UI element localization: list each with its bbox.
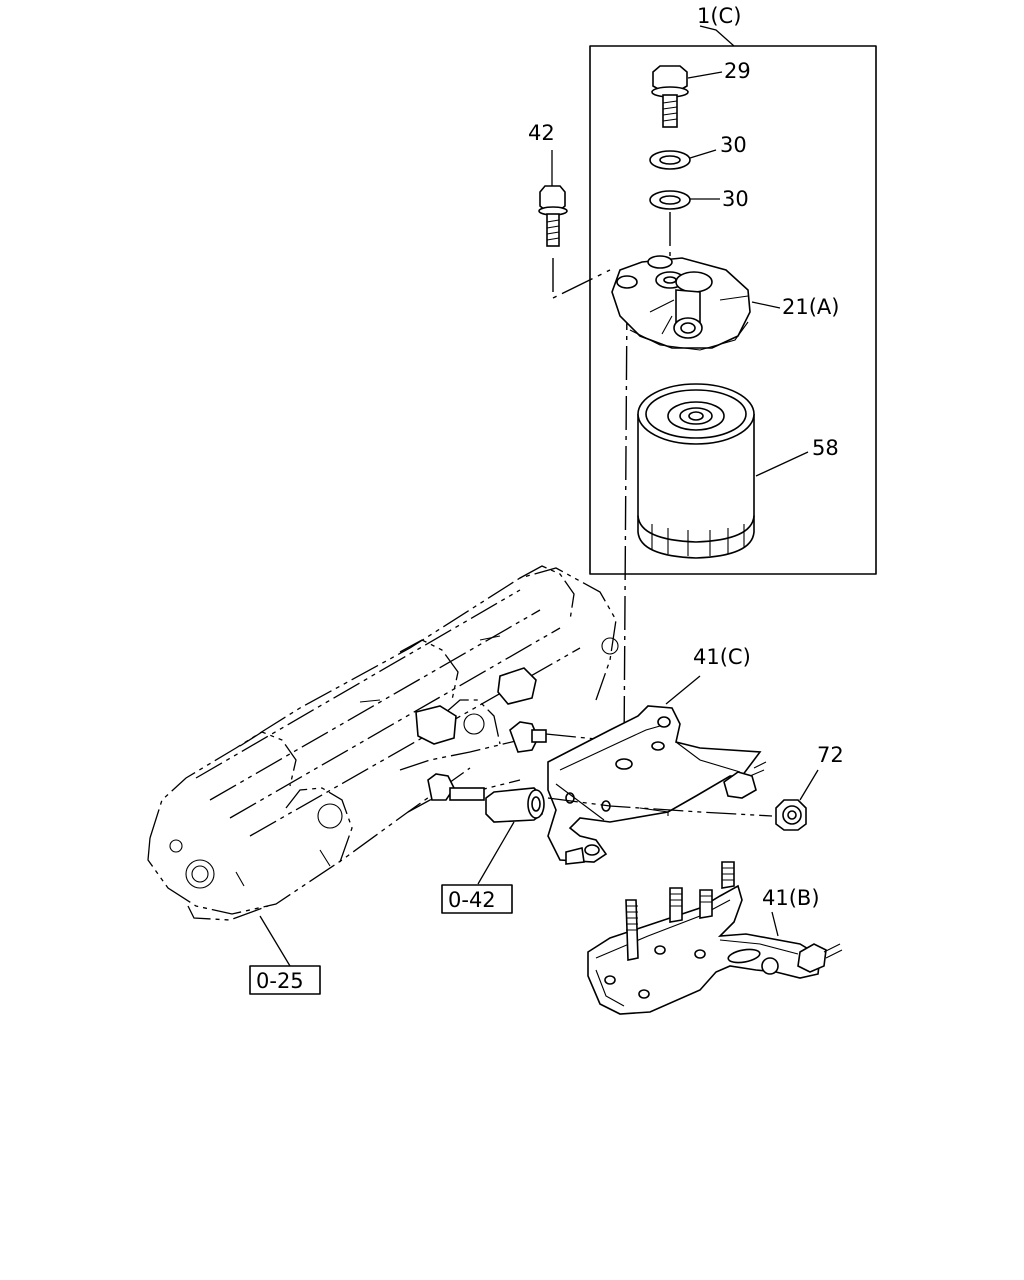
spacer-0-42[interactable] [485,787,545,823]
bolt-42-path [552,258,611,300]
bolt-29[interactable] [651,65,689,128]
callout-42[interactable]: 42 [528,121,555,145]
reference-0-25[interactable]: 0-25 [256,969,304,993]
washer-30-upper[interactable] [649,150,691,170]
filter-cartridge-58[interactable] [637,383,755,559]
callout-30-lower[interactable]: 30 [722,187,749,211]
engine-block-phantom [147,565,619,921]
ref-box-025 [249,965,321,995]
callout-29[interactable]: 29 [724,59,751,83]
bracket-41b[interactable] [587,861,843,1015]
engine-studs [427,721,607,801]
callout-41c[interactable]: 41(C) [693,645,751,669]
nut-72-axis [547,797,773,817]
ref-box-042 [441,884,513,914]
callout-58[interactable]: 58 [812,436,839,460]
washer-30-lower[interactable] [649,190,691,210]
axis-line-main [623,295,628,753]
assembly-leader [699,25,735,47]
assembly-frame [589,45,877,575]
filter-head-21a[interactable] [611,255,751,351]
reference-0-42[interactable]: 0-42 [448,888,496,912]
bolt-42[interactable] [538,185,568,247]
callout-41b[interactable]: 41(B) [762,886,820,910]
callout-30-upper[interactable]: 30 [720,133,747,157]
bracket-41c[interactable] [547,705,767,865]
nut-72[interactable] [775,799,807,831]
callout-assembly[interactable]: 1(C) [697,4,741,28]
callout-21a[interactable]: 21(A) [782,295,839,319]
callout-72[interactable]: 72 [817,743,844,767]
